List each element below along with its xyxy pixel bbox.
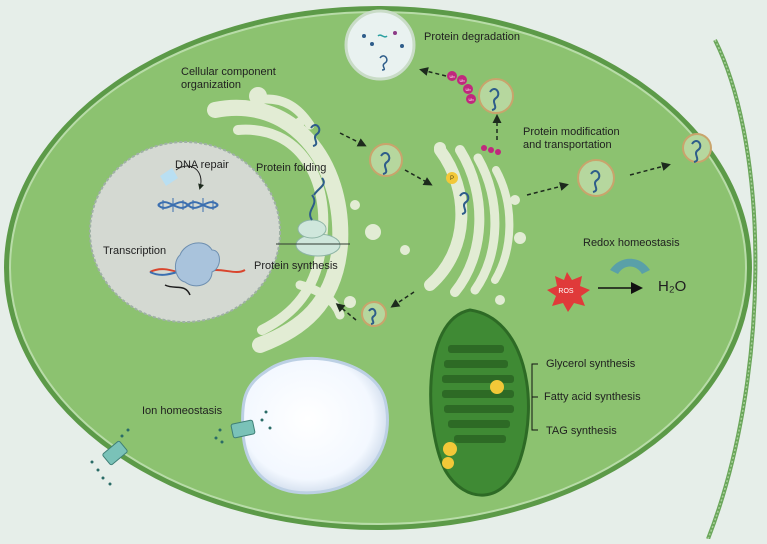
dna-repair-helix <box>157 198 219 212</box>
transcription-complex <box>149 242 246 296</box>
label-redox-homeostasis: Redox homeostasis <box>583 237 680 249</box>
ros-burst <box>547 272 590 312</box>
label-transcription: Transcription <box>103 245 167 257</box>
nucleus <box>89 141 281 323</box>
degradation-vesicle <box>344 9 416 81</box>
chloroplast <box>429 308 530 497</box>
peptide-fragments <box>362 31 404 71</box>
lipid-bracket <box>531 363 538 431</box>
label-dna-repair: DNA repair <box>175 159 229 171</box>
label-water: H₂O <box>658 278 687 295</box>
golgi-apparatus <box>400 142 526 305</box>
label-protein-folding: Protein folding <box>256 162 327 174</box>
repair-enzyme-icon <box>160 168 178 186</box>
label-cellular-component-line2: organization <box>181 79 241 91</box>
ros-label: ROS <box>558 288 574 295</box>
label-fatty-acid-synthesis: Fatty acid synthesis <box>544 391 641 403</box>
ub-label-3: Ub <box>465 87 471 92</box>
label-ion-homeostasis: Ion homeostasis <box>142 405 223 417</box>
label-glycerol-synthesis: Glycerol synthesis <box>546 358 636 370</box>
label-tag-synthesis: TAG synthesis <box>546 425 617 437</box>
vesicles <box>361 78 712 327</box>
label-protein-degradation: Protein degradation <box>424 31 521 43</box>
protein-cargo-icons <box>310 88 702 325</box>
ion-channel-vacuole <box>214 410 272 444</box>
ub-label-1: Ub <box>449 74 455 79</box>
label-protein-modification-line1: Protein modification <box>523 126 620 138</box>
ion-channel-membrane <box>90 428 130 486</box>
ub-label-4: Ub <box>468 97 474 102</box>
vacuole <box>241 357 389 495</box>
antioxidant-enzyme-icon <box>610 258 650 274</box>
phosphate-label: P <box>450 176 454 182</box>
ribosome <box>276 177 350 257</box>
label-protein-synthesis: Protein synthesis <box>254 260 338 272</box>
ub-label-2: Ub <box>459 78 465 83</box>
trafficking-arrows <box>335 67 671 321</box>
label-protein-modification-line2: and transportation <box>523 139 612 151</box>
label-cellular-component-line1: Cellular component <box>181 66 276 78</box>
ubiquitin-chain <box>447 71 501 155</box>
